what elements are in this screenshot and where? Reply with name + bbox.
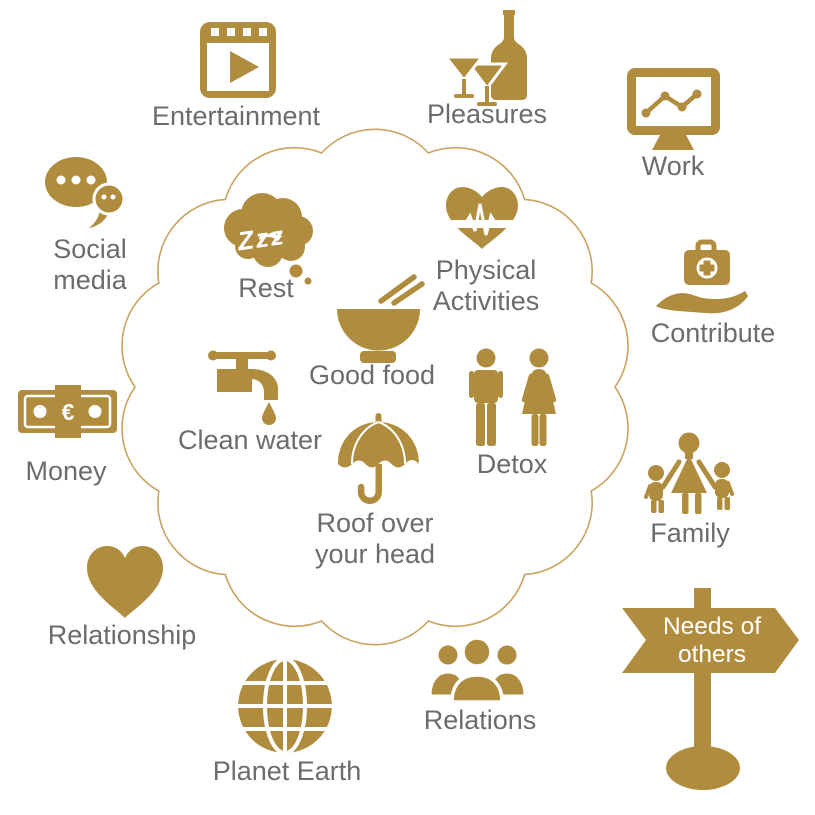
relationship-label: Relationship: [47, 620, 197, 650]
people-group-icon: [428, 636, 527, 704]
heart-icon: [87, 546, 163, 618]
zzz-text: Zzz: [235, 220, 288, 257]
umbrella-icon: [338, 413, 419, 505]
thought-bubble-icon: Zzz: [224, 193, 313, 285]
money-label: Money: [25, 456, 107, 486]
rest-label: Rest: [238, 273, 294, 303]
monitor-chart-icon: [627, 68, 720, 150]
signpost-icon: Needs of others: [622, 588, 799, 790]
sign-line1: Needs of: [663, 613, 761, 640]
planet-earth-label: Planet Earth: [212, 756, 362, 786]
social-media-label-line2: media: [53, 265, 127, 295]
good-food-label: Good food: [308, 360, 436, 390]
euro-symbol: €: [62, 399, 75, 425]
cloud-outline: [121, 128, 629, 646]
entertainment-label: Entertainment: [151, 101, 321, 131]
faucet-drop-icon: [208, 350, 278, 425]
hand-first-aid-icon: [656, 239, 748, 314]
physical-activities-label-line1: Physical: [435, 255, 537, 285]
bowl-chopsticks-icon: [337, 274, 425, 363]
work-label: Work: [641, 151, 705, 181]
sign-line2: others: [678, 641, 746, 668]
social-media-label: Social media: [53, 234, 127, 296]
physical-activities-label: Physical Activities: [433, 255, 540, 317]
drinks-icon: [442, 10, 527, 106]
social-media-label-line1: Social: [53, 234, 127, 264]
physical-activities-label-line2: Activities: [432, 286, 540, 316]
chat-bubbles-icon: [45, 157, 126, 228]
family-label: Family: [650, 518, 730, 548]
clean-water-label: Clean water: [177, 425, 323, 455]
roof-label-line1: Roof over: [316, 508, 434, 538]
video-player-icon: [200, 22, 276, 98]
roof-label-line2: your head: [314, 539, 436, 569]
contribute-label: Contribute: [650, 318, 776, 348]
banknote-icon: €: [18, 385, 117, 438]
detox-label: Detox: [476, 449, 548, 479]
heart-pulse-icon: [444, 187, 520, 249]
globe-icon: [238, 659, 332, 753]
roof-over-your-head-label: Roof over your head: [315, 508, 435, 570]
pleasures-label: Pleasures: [426, 99, 548, 129]
family-icon: [644, 432, 734, 514]
man-woman-icon: [469, 348, 557, 446]
relations-label: Relations: [423, 705, 537, 735]
